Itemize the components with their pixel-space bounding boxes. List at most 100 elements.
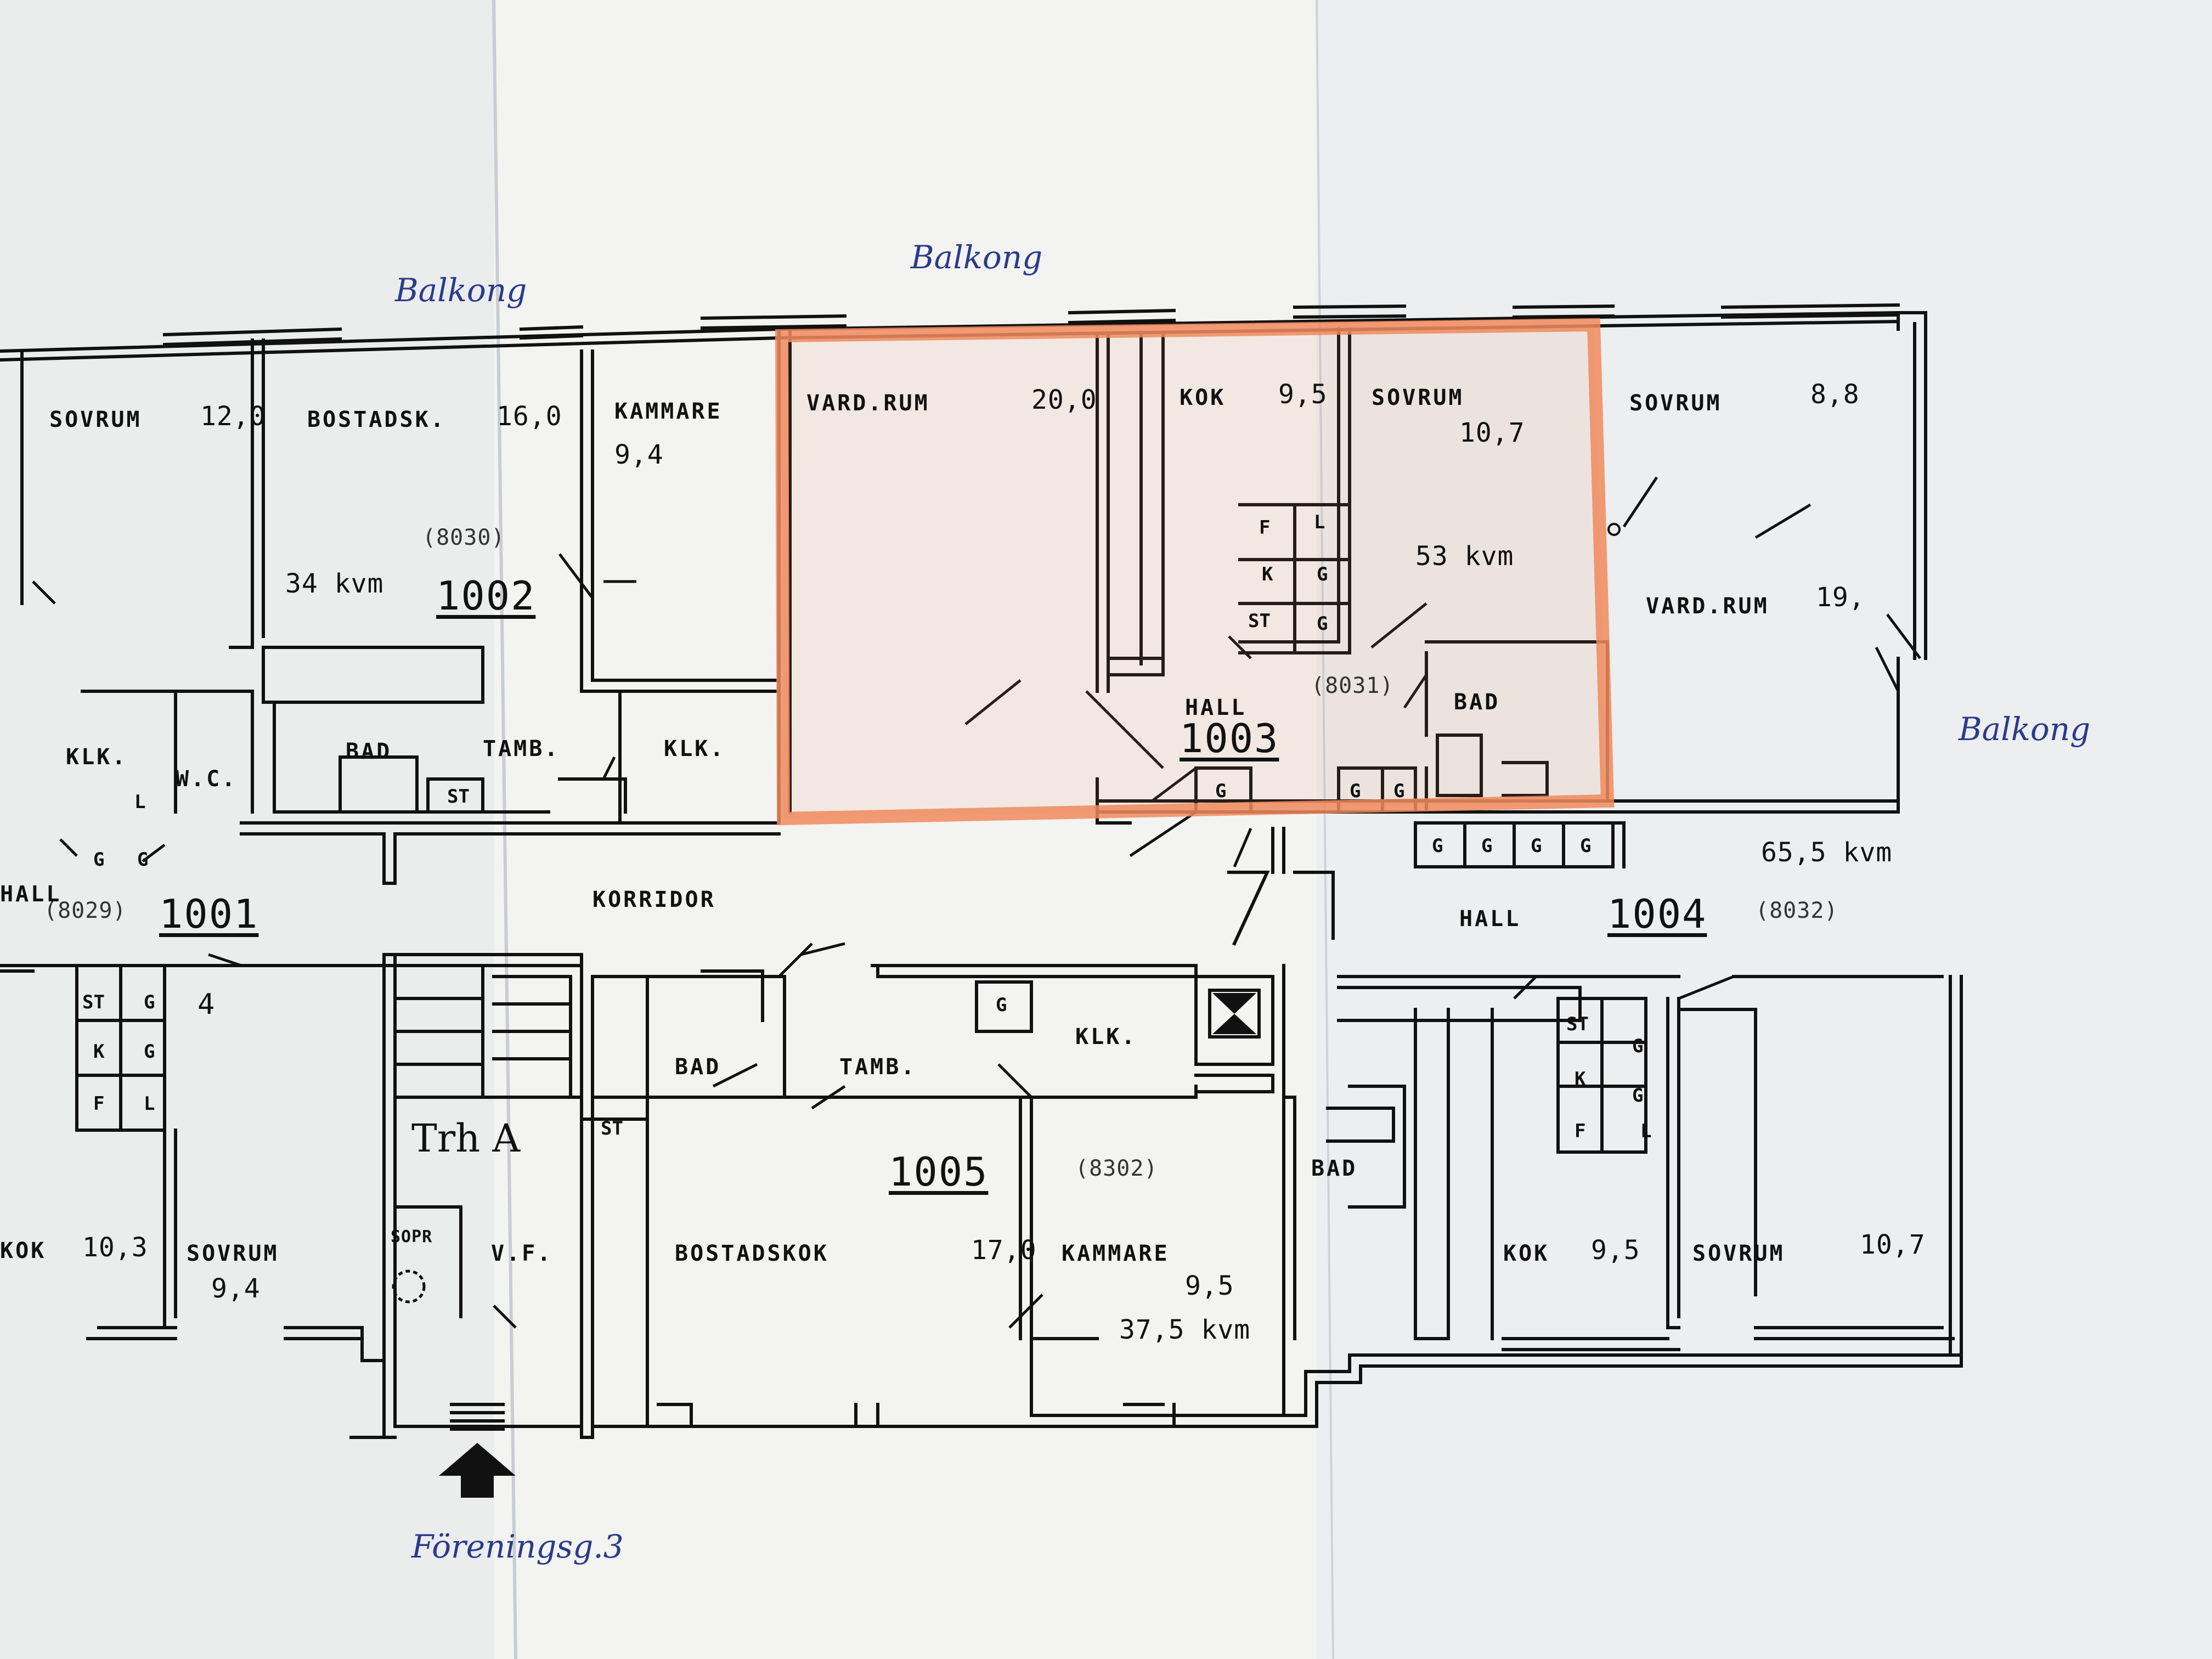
fixture-l-1001: L [134,791,146,813]
stair-label: Trh A [411,1116,521,1161]
room-kammare-94-size: 9,4 [614,439,664,470]
room-bostadskok-17-size: 17,0 [971,1235,1037,1266]
fixture-g4-corridor: G [1580,835,1592,857]
fixture-g1-1004: G [1632,1035,1644,1057]
fixture-k-1004: K [1575,1068,1586,1090]
apartment-1003-number: 1003 [1180,715,1279,761]
room-hall-1004: HALL [1459,906,1521,932]
room-vardrum-20-name: VARD.RUM [806,391,930,416]
room-kok-95b-name: KOK [1503,1241,1550,1266]
fixture-g1-1003: G [1317,563,1328,585]
room-sopr: SOPR [391,1227,433,1246]
fixture-g4-1001: G [144,1041,155,1063]
room-vardrum-19-size: 19, [1816,582,1865,613]
fixture-g5-1003: G [1393,780,1405,802]
fixture-st-1004: ST [1566,1013,1589,1035]
room-kammare-94-name: KAMMARE [614,399,723,424]
street-address-label: Föreningsg.3 [411,1528,624,1565]
fixture-g3-1003: G [1215,780,1227,802]
fixture-g4-1003: G [1350,780,1361,802]
apartment-1002-code: (8030) [422,525,505,550]
apartment-1003-area: 53 kvm [1415,541,1514,572]
vent-icon [1607,523,1621,536]
apartment-1001-code: (8029) [44,898,127,923]
balkong-label-right: Balkong [1959,710,2091,748]
room-bostadsk-16-size: 16,0 [496,401,562,432]
room-tamb-1002: TAMB. [483,736,560,761]
sopr-chute-icon [392,1269,426,1304]
fixture-k-1001: K [93,1041,105,1063]
fixture-g1-corridor: G [1432,835,1443,857]
apartment-1004-area: 65,5 kvm [1761,837,1893,868]
fixture-g-1005: G [996,994,1007,1016]
paper-fold-vertical [492,0,517,1659]
room-sovrum-12-size: 12,0 [200,401,266,432]
room-bostadskok-17-name: BOSTADSKOK [675,1241,829,1266]
fixture-g3-1001: G [144,991,155,1013]
door-swings [32,476,1921,1329]
fixture-st-1005: ST [601,1118,623,1139]
fixture-k-1003: K [1262,563,1273,585]
balkong-label-top: Balkong [911,239,1043,276]
fixture-f-1003: F [1259,517,1271,539]
room-sovrum-107a-size: 10,7 [1459,417,1525,448]
fixture-l2-1001: L [144,1093,155,1115]
room-vardrum-20-size: 20,0 [1031,385,1097,415]
fixture-f-1001: F [93,1093,105,1115]
fixture-g3-corridor: G [1531,835,1542,857]
room-sovrum-88-size: 8,8 [1810,379,1860,410]
apartment-1005-number: 1005 [889,1149,989,1195]
room-bad-1003: BAD [1454,690,1500,715]
room-sovrum-107b-size: 10,7 [1860,1229,1926,1260]
room-kok-95a-name: KOK [1180,385,1226,410]
paper-shade-right [1317,0,2212,1659]
apartment-1002-number: 1002 [436,573,536,619]
fixture-st-1003: ST [1248,610,1271,632]
apartment-1003-code: (8031) [1311,673,1394,698]
fixture-f-1004: F [1575,1120,1586,1142]
balkong-label-left: Balkong [395,272,527,309]
room-sovrum-94-size: 9,4 [211,1273,261,1304]
room-bostadsk-16-name: BOSTADSK. [307,407,446,432]
room-tamb-1005: TAMB. [839,1054,917,1080]
room-sovrum-12-name: SOVRUM [49,407,142,432]
room-klk-1002: KLK. [664,736,726,761]
fixture-g2-corridor: G [1481,835,1493,857]
room-kok-95a-size: 9,5 [1278,379,1328,410]
room-sovrum-94-name: SOVRUM [187,1241,279,1266]
room-sovrum-88-name: SOVRUM [1629,391,1722,416]
room-vardrum-19-name: VARD.RUM [1646,594,1769,619]
room-kammare-95-size: 9,5 [1185,1271,1234,1301]
room-klk-1005: KLK. [1075,1024,1137,1049]
fixture-l-1003: L [1314,511,1325,533]
room-korridor: KORRIDOR [592,887,716,912]
fixture-g2-1001: G [137,849,149,871]
wall-lines [0,303,1963,1439]
fixture-g2-1003: G [1317,613,1328,635]
room-kok-103-size: 10,3 [82,1232,148,1263]
room-kok-95b-size: 9,5 [1591,1235,1640,1266]
apartment-1001-number: 1001 [159,891,259,937]
apartment-1004-number: 1004 [1607,891,1707,937]
room-hall-1003: HALL [1185,695,1247,720]
entrance-arrow-icon [439,1403,516,1498]
room-bad-1004: BAD [1311,1156,1358,1181]
room-kammare-95-name: KAMMARE [1062,1241,1170,1266]
room-wc-1001: W.C. [176,766,238,792]
fixture-four-1001: 4 [198,988,215,1021]
apartment-1002-area: 34 kvm [285,568,384,599]
room-hall-1001: HALL [0,882,62,907]
fixture-st-1001: ST [82,991,105,1013]
apartment-1005-area: 37,5 kvm [1119,1314,1251,1345]
fixture-g2-1004: G [1632,1085,1644,1107]
room-vf: V.F. [491,1241,553,1266]
room-sovrum-107b-name: SOVRUM [1692,1241,1785,1266]
fixture-g1-1001: G [93,849,105,871]
room-bad-1005: BAD [675,1054,721,1080]
fixture-l-1004: L [1640,1120,1652,1142]
apartment-1004-code: (8032) [1756,898,1838,923]
room-sovrum-107a-name: SOVRUM [1372,385,1464,410]
apartment-1003-highlight [775,318,1615,826]
elevator-symbol [1208,989,1261,1039]
